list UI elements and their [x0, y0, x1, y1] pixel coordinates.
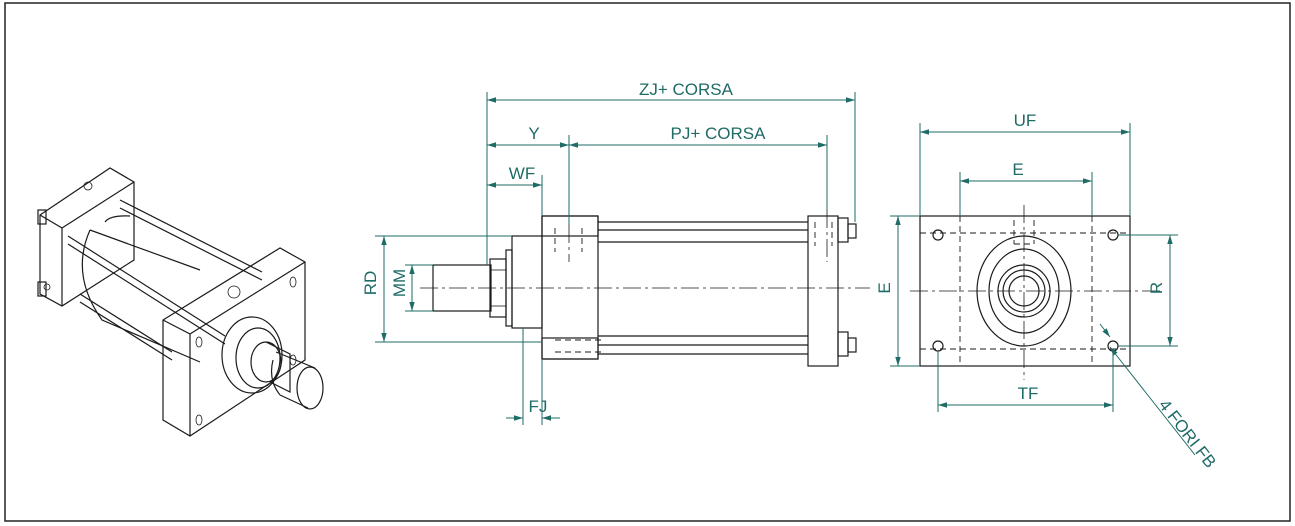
pj-label: PJ+ CORSA — [671, 124, 767, 143]
mm-label: MM — [390, 269, 409, 297]
side-view — [420, 210, 870, 367]
end-view — [910, 205, 1160, 380]
drawing-border — [4, 2, 1291, 522]
fj-label: FJ — [529, 397, 548, 416]
fb-label: 4 FORI FB — [1155, 396, 1220, 472]
y-label: Y — [528, 124, 539, 143]
tf-label: TF — [1018, 384, 1039, 403]
rd-label: RD — [361, 271, 380, 296]
e-top-label: E — [1012, 160, 1023, 179]
dimensions — [375, 92, 1196, 456]
e-side-label: E — [875, 282, 894, 293]
r-label: R — [1147, 282, 1166, 294]
isometric-view — [37, 167, 324, 437]
wf-label: WF — [509, 164, 535, 183]
uf-label: UF — [1014, 111, 1037, 130]
zj-label: ZJ+ CORSA — [639, 80, 734, 99]
